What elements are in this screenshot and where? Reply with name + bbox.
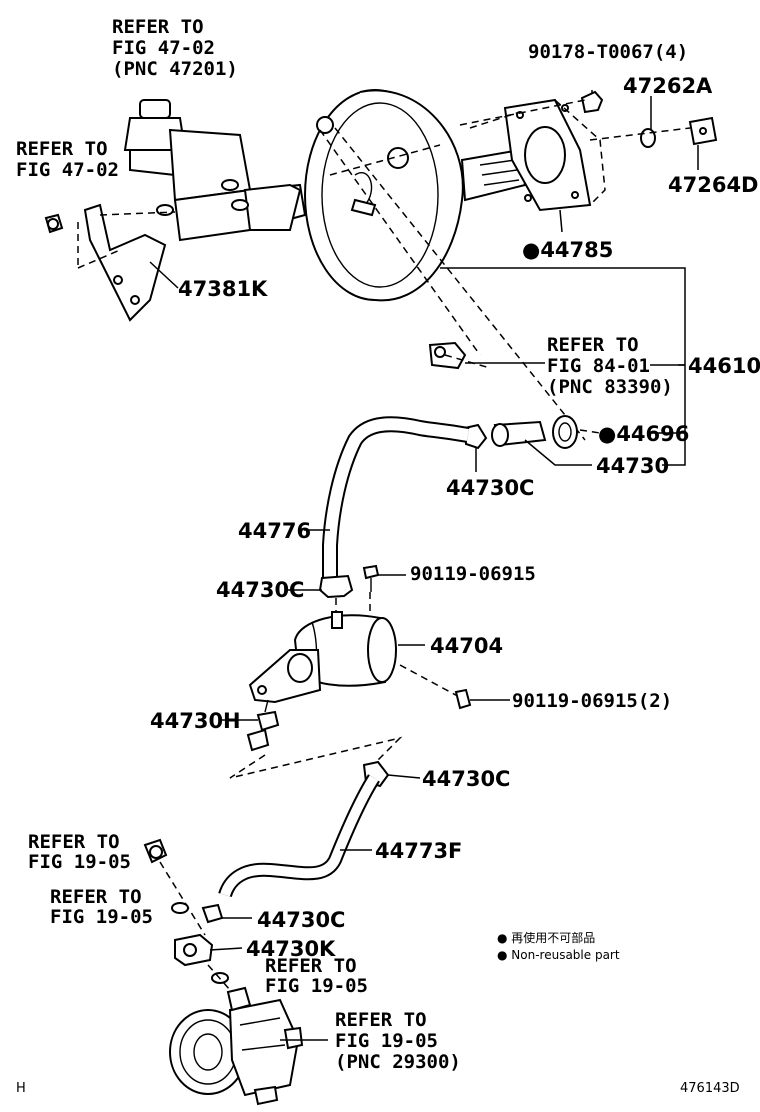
figure-code: 476143D <box>680 1081 740 1096</box>
bracket <box>77 203 167 322</box>
part-number: 44730K <box>246 937 336 961</box>
ref-label: FIG 47-02 <box>112 37 215 59</box>
part-number: 44610 <box>688 354 760 378</box>
part-number: 47262A <box>623 74 713 98</box>
part-number: 44730C <box>446 476 534 500</box>
ref-label: FIG 19-05 <box>335 1030 438 1052</box>
part-number: 44730 <box>596 454 669 478</box>
part-number: 47264D <box>668 173 759 197</box>
ref-label: REFER TO <box>50 886 142 908</box>
vacuum-pump <box>169 986 304 1106</box>
gasket <box>503 98 606 212</box>
part-number: 44776 <box>238 519 311 543</box>
ref-label: REFER TO <box>547 334 639 356</box>
ref-label: FIG 19-05 <box>265 975 368 997</box>
legend-line: ● 再使用不可部品 <box>497 930 595 945</box>
vacuum-hose-lower <box>218 774 380 898</box>
part-number: 44704 <box>430 634 503 658</box>
ref-label: FIG 84-01 <box>547 355 650 377</box>
corner-code: H <box>16 1081 26 1096</box>
ref-label: FIG 19-05 <box>28 851 131 873</box>
union-bolt <box>143 838 168 864</box>
legend-line: ● Non-reusable part <box>497 948 620 962</box>
ref-label: FIG 19-05 <box>50 906 153 928</box>
vacuum-tank <box>248 611 397 704</box>
part-number: ●44785 <box>522 238 613 262</box>
master-cylinder <box>123 99 331 242</box>
ref-label: REFER TO <box>16 138 108 160</box>
bolt <box>454 688 472 710</box>
ref-label: REFER TO <box>28 831 120 853</box>
clamp <box>318 574 354 599</box>
ref-label: (PNC 47201) <box>112 58 238 80</box>
part-number: 44730C <box>422 767 510 791</box>
nut <box>580 90 604 114</box>
ref-label: FIG 47-02 <box>16 159 119 181</box>
bolt <box>44 213 64 234</box>
clamp <box>201 903 224 924</box>
part-number: 44730H <box>150 709 241 733</box>
ref-label: REFER TO <box>112 16 204 38</box>
part-number: 90119-06915(2) <box>512 690 672 712</box>
part-number: 44773F <box>375 839 462 863</box>
clevis <box>688 116 718 146</box>
vacuum-hose <box>322 416 470 580</box>
part-number: 44730C <box>216 578 304 602</box>
ref-label: REFER TO <box>265 955 357 977</box>
part-number: 44730C <box>257 908 345 932</box>
ref-label: (PNC 29300) <box>335 1051 461 1073</box>
brake-booster <box>304 89 527 302</box>
part-number: 90178-T0067(4) <box>528 41 688 63</box>
part-number: 47381K <box>178 277 268 301</box>
union <box>174 933 214 967</box>
check-valve <box>491 415 578 449</box>
bolt <box>362 564 380 592</box>
union-fitting <box>246 699 280 752</box>
ref-label: (PNC 83390) <box>547 376 673 398</box>
part-number: 90119-06915 <box>410 563 536 585</box>
gasket-ring <box>171 902 189 914</box>
ref-label: REFER TO <box>335 1009 427 1031</box>
part-number: ●44696 <box>598 422 689 446</box>
